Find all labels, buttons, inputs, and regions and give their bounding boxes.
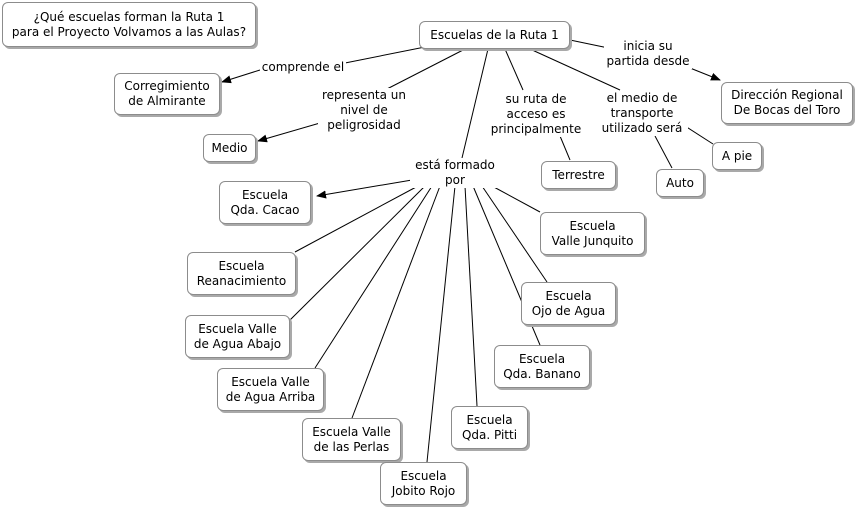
link-label-inicia: inicia su partida desde bbox=[604, 39, 692, 69]
valle-junquito-node: Escuela Valle Junquito bbox=[540, 212, 645, 255]
direccion-node: Dirección Regional De Bocas del Toro bbox=[721, 82, 853, 124]
valle-agua-arriba-node: Escuela Valle de Agua Arriba bbox=[217, 368, 324, 411]
auto-node: Auto bbox=[656, 169, 704, 197]
qda-pitti-node: Escuela Qda. Pitti bbox=[451, 406, 528, 449]
link-label-representa: representa un nivel de peligrosidad bbox=[318, 88, 410, 133]
link-label-medio-transporte: el medio de transporte utilizado será bbox=[596, 91, 688, 136]
qda-cacao-node: Escuela Qda. Cacao bbox=[219, 181, 311, 224]
qda-banano-node: Escuela Qda. Banano bbox=[494, 345, 590, 388]
a-pie-node: A pie bbox=[712, 142, 762, 170]
link-label-formado: está formado por bbox=[410, 158, 500, 188]
link-label-ruta-acceso: su ruta de acceso es principalmente bbox=[486, 92, 586, 137]
reanacimiento-node: Escuela Reanacimiento bbox=[187, 252, 296, 295]
valle-agua-abajo-node: Escuela Valle de Agua Abajo bbox=[185, 315, 290, 358]
valle-perlas-node: Escuela Valle de las Perlas bbox=[302, 418, 401, 461]
corregimiento-node: Corregimiento de Almirante bbox=[114, 73, 220, 115]
medio-node: Medio bbox=[203, 134, 256, 162]
question-box: ¿Qué escuelas forman la Ruta 1 para el P… bbox=[2, 2, 256, 47]
root-node: Escuelas de la Ruta 1 bbox=[419, 21, 570, 49]
link-label-comprende: comprende el bbox=[260, 60, 346, 75]
terrestre-node: Terrestre bbox=[541, 161, 616, 189]
jobito-rojo-node: Escuela Jobito Rojo bbox=[380, 462, 467, 505]
ojo-agua-node: Escuela Ojo de Agua bbox=[521, 282, 616, 325]
